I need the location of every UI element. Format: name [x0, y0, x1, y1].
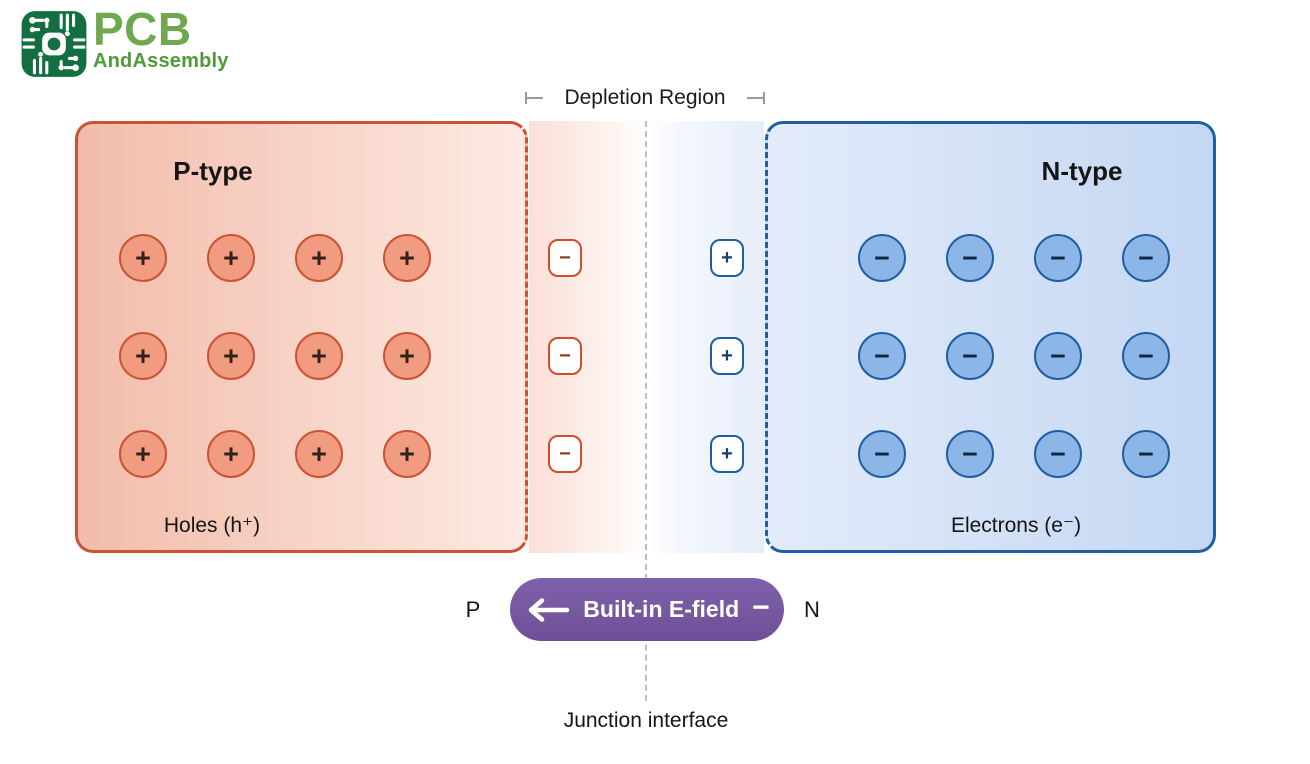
brand-text: PCB AndAssembly: [93, 3, 229, 73]
junction-interface-label: Junction interface: [563, 709, 729, 732]
left-arrow-icon: [524, 596, 570, 624]
acceptor-ion: −: [548, 239, 582, 277]
brand-logo: PCB AndAssembly: [20, 3, 229, 80]
depletion-region-label: Depletion Region: [564, 86, 726, 109]
p-terminal-label: P: [465, 597, 481, 622]
electron-carrier: −: [1034, 332, 1082, 380]
hole-carrier: +: [207, 332, 255, 380]
electron-carrier-grid: −−−−−−−−−−−−: [858, 234, 1170, 478]
left-extent-bracket-icon: [524, 90, 544, 106]
p-type-title: P-type: [173, 156, 253, 186]
hole-carrier: +: [295, 332, 343, 380]
pcb-circuit-icon: [20, 8, 88, 80]
minus-sign: −: [752, 591, 770, 624]
n-terminal-label: N: [804, 597, 820, 622]
hole-carrier: +: [383, 430, 431, 478]
electron-carrier: −: [946, 234, 994, 282]
acceptor-ion: −: [548, 337, 582, 375]
donor-ion: +: [710, 435, 744, 473]
hole-carrier: +: [383, 234, 431, 282]
electron-carrier: −: [1122, 234, 1170, 282]
acceptor-ion-column: − − −: [548, 239, 582, 473]
electron-carrier: −: [946, 430, 994, 478]
hole-carrier: +: [119, 234, 167, 282]
electron-carrier: −: [858, 332, 906, 380]
hole-carrier-grid: + + + + + + + + + + + +: [119, 234, 431, 478]
brand-subtitle: AndAssembly: [93, 50, 229, 73]
electron-carrier: −: [1122, 332, 1170, 380]
electron-carrier: −: [1122, 430, 1170, 478]
n-type-title: N-type: [1041, 156, 1123, 186]
hole-carrier: +: [207, 234, 255, 282]
electron-carrier: −: [858, 430, 906, 478]
donor-ion-column: + + +: [710, 239, 744, 473]
right-extent-bracket-icon: [746, 90, 766, 106]
hole-carrier: +: [119, 332, 167, 380]
hole-carrier: +: [119, 430, 167, 478]
built-in-efield-pill: Built-in E-field −: [510, 578, 784, 641]
hole-carrier: +: [207, 430, 255, 478]
hole-carrier: +: [295, 430, 343, 478]
brand-name: PCB: [93, 3, 192, 55]
electron-carrier: −: [1034, 234, 1082, 282]
electron-carrier: −: [1034, 430, 1082, 478]
junction-interface-line: [645, 121, 647, 701]
electron-carrier: −: [858, 234, 906, 282]
electron-carrier: −: [946, 332, 994, 380]
electrons-label: Electrons (e⁻): [950, 514, 1082, 537]
depletion-region-header: Depletion Region: [524, 84, 766, 112]
donor-ion: +: [710, 337, 744, 375]
holes-label: Holes (h⁺): [163, 514, 261, 537]
efield-label: Built-in E-field: [583, 596, 740, 622]
donor-ion: +: [710, 239, 744, 277]
hole-carrier: +: [295, 234, 343, 282]
acceptor-ion: −: [548, 435, 582, 473]
hole-carrier: +: [383, 332, 431, 380]
